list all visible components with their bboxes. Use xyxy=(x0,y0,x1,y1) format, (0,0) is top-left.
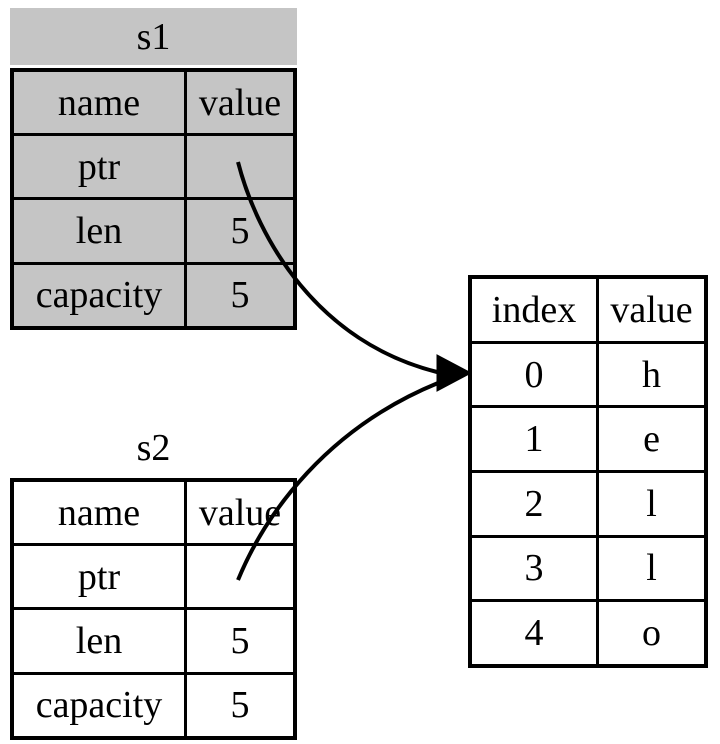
s2-row-ptr: ptr xyxy=(10,543,297,611)
s1-table: name value ptr len 5 capacity 5 xyxy=(10,68,297,330)
heap-value-2: l xyxy=(596,469,708,538)
s2-ptr-label: ptr xyxy=(10,543,187,611)
heap-value-0: h xyxy=(596,340,708,409)
heap-index-4: 4 xyxy=(468,599,599,668)
s2-table: name value ptr len 5 capacity 5 xyxy=(10,478,297,740)
s2-capacity-value: 5 xyxy=(184,671,297,740)
s1-capacity-value: 5 xyxy=(184,261,297,330)
heap-header-value: value xyxy=(596,275,708,344)
heap-table: index value 0 h 1 e 2 l 3 l 4 o xyxy=(468,275,708,668)
s2-title: s2 xyxy=(136,427,171,469)
s2-capacity-label: capacity xyxy=(10,671,187,740)
s1-header-row: name value xyxy=(10,68,297,137)
heap-index-1: 1 xyxy=(468,405,599,473)
heap-index-3: 3 xyxy=(468,534,599,603)
heap-row-3: 3 l xyxy=(468,534,708,603)
heap-row-2: 2 l xyxy=(468,469,708,538)
heap-row-4: 4 o xyxy=(468,599,708,668)
s1-header-name: name xyxy=(10,68,187,137)
arrowhead-icon xyxy=(436,354,473,392)
heap-row-0: 0 h xyxy=(468,340,708,409)
s2-header-name: name xyxy=(10,478,187,547)
s2-ptr-value xyxy=(184,543,297,611)
s1-header-value: value xyxy=(184,68,297,137)
s2-row-len: len 5 xyxy=(10,607,297,675)
s2-len-value: 5 xyxy=(184,607,297,675)
s1-row-ptr: ptr xyxy=(10,133,297,201)
heap-value-3: l xyxy=(596,534,708,603)
heap-value-4: o xyxy=(596,599,708,668)
s2-len-label: len xyxy=(10,607,187,675)
s1-len-label: len xyxy=(10,197,187,265)
s1-title: s1 xyxy=(10,8,297,65)
heap-value-1: e xyxy=(596,405,708,473)
s1-row-capacity: capacity 5 xyxy=(10,261,297,330)
s1-len-value: 5 xyxy=(184,197,297,265)
s1-ptr-label: ptr xyxy=(10,133,187,201)
heap-header-row: index value xyxy=(468,275,708,344)
s2-row-capacity: capacity 5 xyxy=(10,671,297,740)
s1-row-len: len 5 xyxy=(10,197,297,265)
s2-header-row: name value xyxy=(10,478,297,547)
s1-ptr-value xyxy=(184,133,297,201)
heap-index-2: 2 xyxy=(468,469,599,538)
heap-index-0: 0 xyxy=(468,340,599,409)
heap-row-1: 1 e xyxy=(468,405,708,473)
heap-header-index: index xyxy=(468,275,599,344)
s2-header-value: value xyxy=(184,478,297,547)
s1-capacity-label: capacity xyxy=(10,261,187,330)
